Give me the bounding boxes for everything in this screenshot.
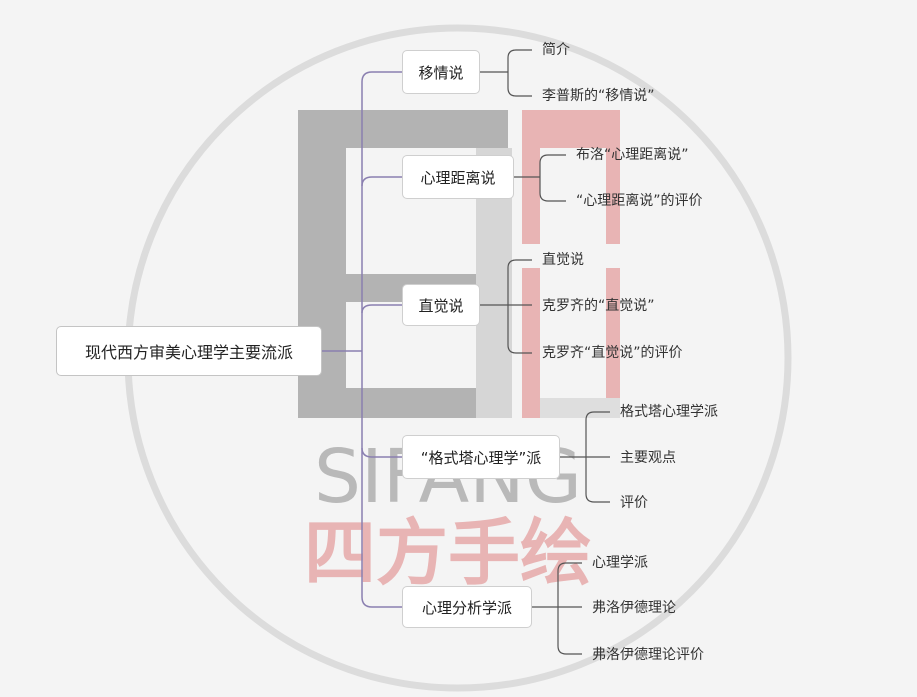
trunk-line-top [361,71,402,351]
branch-label: 移情说 [418,63,464,82]
branch-node-intuition[interactable]: 直觉说 [402,284,480,326]
branch-2-fork [514,154,566,202]
branch-label: 直觉说 [418,296,464,315]
leaf-item[interactable]: 克罗齐“直觉说”的评价 [542,344,683,362]
leaf-item[interactable]: 弗洛伊德理论评价 [592,646,704,664]
trunk-to-branch-2 [361,176,402,187]
leaf-item[interactable]: “心理距离说”的评价 [576,192,703,210]
leaf-item[interactable]: 主要观点 [620,449,676,467]
branch-label: 心理分析学派 [421,598,512,617]
branch-label: “格式塔心理学”派 [420,448,542,467]
leaf-label: 克罗齐的“直觉说” [542,298,655,314]
branch-5-fork [532,562,582,655]
branch-node-psychical-distance[interactable]: 心理距离说 [402,155,514,199]
leaf-item[interactable]: 布洛“心理距离说” [576,146,689,164]
branch-node-empathy[interactable]: 移情说 [402,50,480,94]
leaf-item[interactable]: 克罗齐的“直觉说” [542,297,655,315]
leaf-label: 李普斯的“移情说” [542,88,655,104]
leaf-item[interactable]: 简介 [542,41,570,59]
root-label: 现代西方审美心理学主要流派 [84,343,293,362]
leaf-label: “心理距离说”的评价 [576,193,703,209]
leaf-item[interactable]: 弗洛伊德理论 [592,599,676,617]
branch-node-gestalt[interactable]: “格式塔心理学”派 [402,435,560,479]
root-node[interactable]: 现代西方审美心理学主要流派 [56,326,322,376]
leaf-item[interactable]: 直觉说 [542,251,584,269]
leaf-label: 主要观点 [620,450,676,466]
leaf-label: 心理学派 [592,555,648,571]
branch-label: 心理距离说 [420,168,496,187]
branch-node-psychoanalysis[interactable]: 心理分析学派 [402,586,532,628]
trunk-to-branch-3 [361,304,402,314]
leaf-label: 直觉说 [542,252,584,268]
leaf-label: 弗洛伊德理论评价 [592,647,704,663]
branch-3-fork [480,259,532,354]
leaf-item[interactable]: 心理学派 [592,554,648,572]
leaf-label: 布洛“心理距离说” [576,147,689,163]
leaf-label: 格式塔心理学派 [620,404,718,420]
leaf-label: 评价 [620,495,648,511]
trunk-to-branch-4 [361,447,402,458]
leaf-label: 弗洛伊德理论 [592,600,676,616]
branch-4-fork [560,411,610,503]
branch-1-fork [480,49,532,97]
leaf-label: 克罗齐“直觉说”的评价 [542,345,683,361]
leaf-item[interactable]: 格式塔心理学派 [620,403,718,421]
leaf-label: 简介 [542,42,570,58]
leaf-item[interactable]: 李普斯的“移情说” [542,87,655,105]
trunk-line-bottom [361,351,402,608]
leaf-item[interactable]: 评价 [620,494,648,512]
